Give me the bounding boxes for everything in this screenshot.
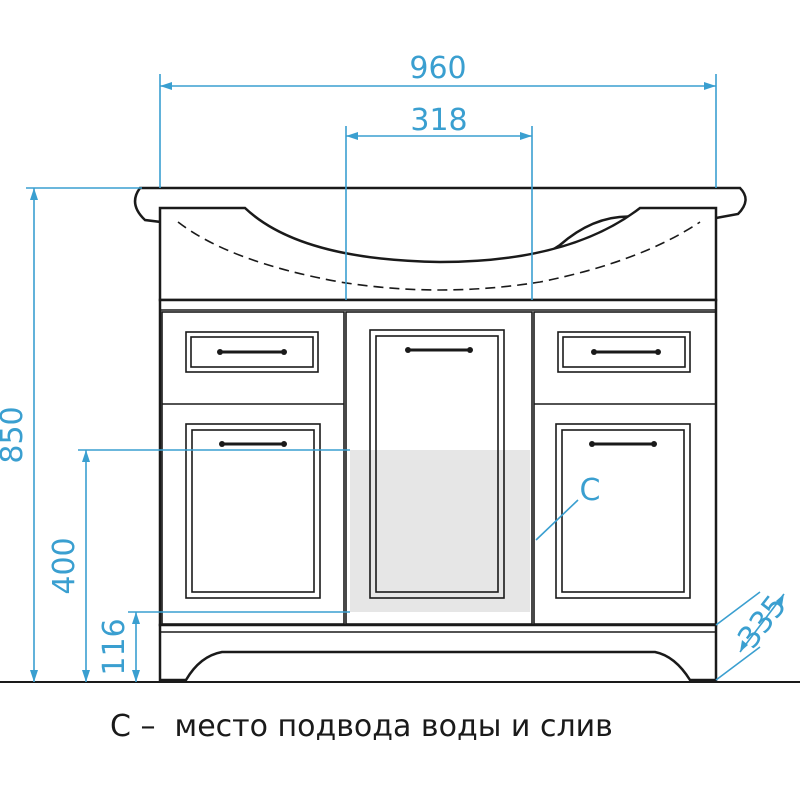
center-door [369, 329, 505, 599]
vanity-cabinet [133, 186, 747, 682]
dimension-lines [26, 74, 785, 682]
right-drawer [557, 331, 691, 373]
dim-depth: 335 [731, 589, 794, 656]
dim-water-height: 400 [47, 537, 82, 594]
right-door [555, 423, 691, 599]
dimension-labels: 960 318 850 400 116 335 C [0, 51, 794, 676]
basin-hidden-line [177, 221, 701, 291]
caption: С – место подвода воды и слив [110, 709, 613, 744]
water-connection-zone [350, 450, 530, 612]
water-connection-marker: C [580, 473, 601, 508]
dim-overall-height: 850 [0, 406, 30, 463]
dim-basin-width: 318 [410, 103, 467, 138]
plinth [158, 623, 718, 682]
sink-basin [158, 206, 718, 302]
left-drawer [185, 331, 319, 373]
left-door [185, 423, 321, 599]
dim-plinth-height: 116 [97, 618, 132, 675]
dim-overall-width: 960 [409, 51, 466, 86]
